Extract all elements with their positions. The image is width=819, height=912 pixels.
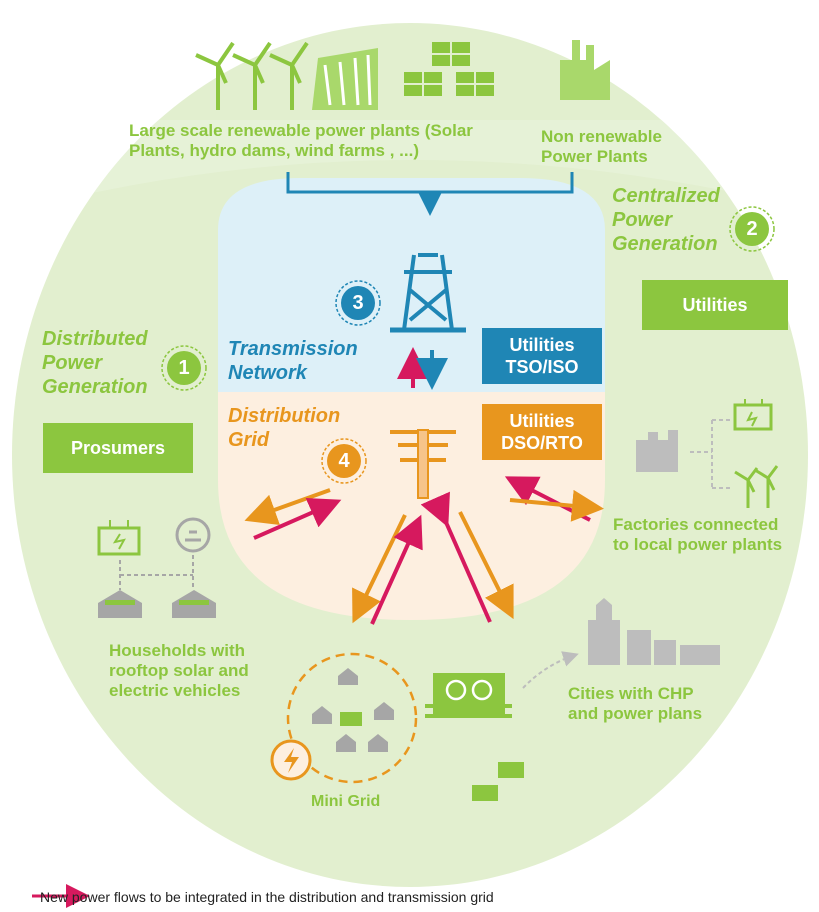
mini-grid-label: Mini Grid	[311, 793, 381, 810]
mini-grid-solar-icon	[340, 712, 362, 726]
wind-turbine-icon-right	[734, 465, 779, 508]
badge-4-number: 4	[338, 450, 350, 472]
city-buildings-icon	[588, 598, 720, 665]
factory-link	[690, 419, 730, 489]
local-factory-icon	[636, 430, 678, 472]
factories-label: Factories connected to local power plant…	[613, 515, 783, 554]
lightning-icon	[270, 739, 312, 781]
generation-bracket	[286, 172, 574, 210]
badge-3	[335, 280, 381, 326]
badge-1-number: 1	[178, 357, 190, 379]
badge-1	[161, 345, 207, 391]
wind-turbine-icon	[195, 41, 309, 110]
cities-label: Cities with CHP and power plans	[568, 684, 703, 723]
centralized-label: Centralized Power Generation	[612, 185, 720, 255]
legend-text: New power flows to be integrated in the …	[40, 889, 494, 905]
distribution-label: Distribution Grid	[228, 405, 341, 451]
factory-icon	[560, 40, 610, 100]
utilities-box: Utilities	[642, 280, 788, 330]
centralized-zone	[60, 120, 770, 200]
chp-link	[522, 651, 579, 689]
badge-2-number: 2	[746, 218, 758, 240]
prosumers-box: Prosumers	[43, 423, 193, 473]
transmission-label: Transmission Network	[228, 338, 358, 384]
mini-grid-circle	[286, 652, 418, 784]
mini-grid-house-icons	[312, 668, 394, 752]
non-renewable-label: Non renewable Power Plants	[541, 127, 662, 166]
chp-plant-icon	[425, 673, 512, 718]
ev-charger-icon	[175, 517, 211, 553]
badge-4	[321, 438, 367, 484]
battery-icon-right	[733, 399, 773, 431]
transmission-tower-icon	[390, 253, 466, 333]
badge-2	[729, 206, 775, 252]
solar-panel-icon	[404, 42, 494, 96]
power-flow-arrows	[244, 476, 604, 625]
hydro-dam-icon	[312, 48, 378, 110]
badge-3-number: 3	[352, 292, 364, 314]
household-links	[119, 555, 194, 590]
battery-icon-left	[97, 520, 141, 556]
utilities-dso-box: Utilities DSO/RTO	[482, 404, 602, 460]
distributed-label: Distributed Power Generation	[42, 328, 148, 398]
households-label: Households with rooftop solar and electr…	[109, 641, 249, 700]
renewable-plants-label: Large scale renewable power plants (Sola…	[129, 121, 473, 160]
solar-panel-icon-bottom	[472, 762, 524, 801]
utilities-tso-box: Utilities TSO/ISO	[482, 328, 602, 384]
